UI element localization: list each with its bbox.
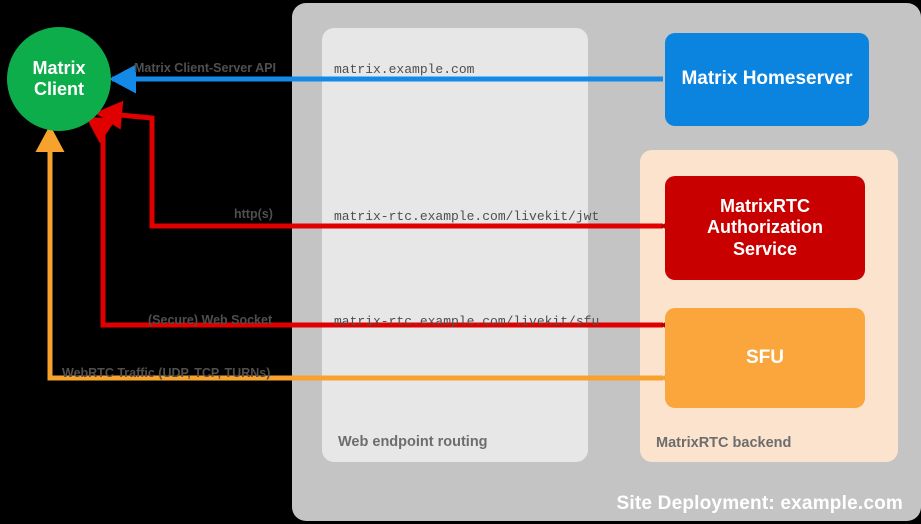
auth-service-label-line2: Authorization [707,217,823,238]
matrix-client-label-line2: Client [33,79,84,99]
endpoint-label-matrix-homeserver: matrix.example.com [334,62,475,77]
node-matrix-client[interactable]: Matrix Client [7,27,111,131]
endpoint-label-livekit-jwt: matrix-rtc.example.com/livekit/jwt [334,209,600,224]
sfu-label: SFU [746,346,784,368]
edge-label-client-server-api-protocol: Matrix Client-Server API [134,61,276,75]
matrixrtc-backend-title: MatrixRTC backend [656,435,792,451]
node-sfu[interactable]: SFU [665,308,865,408]
edge-label-webrtc-protocol: WebRTC Traffic (UDP, TCP, TURNs) [62,366,271,380]
endpoint-label-livekit-sfu: matrix-rtc.example.com/livekit/sfu [334,314,600,329]
matrix-homeserver-label: Matrix Homeserver [681,68,853,90]
auth-service-label-line3: Service [732,238,798,259]
edge-label-jwt-protocol: http(s) [234,207,273,221]
edge-label-sfu-websocket-protocol: (Secure) Web Socket [148,313,273,327]
auth-service-label-line1: MatrixRTC [719,195,810,216]
web-endpoint-routing-title: Web endpoint routing [338,434,488,450]
matrix-client-label-line1: Matrix [32,57,86,78]
site-deployment-title: Site Deployment: example.com [616,493,903,514]
node-matrix-homeserver[interactable]: Matrix Homeserver [665,33,869,126]
node-matrixrtc-authorization-service[interactable]: MatrixRTC Authorization Service [665,176,865,280]
edge-webrtc-traffic [35,125,688,393]
